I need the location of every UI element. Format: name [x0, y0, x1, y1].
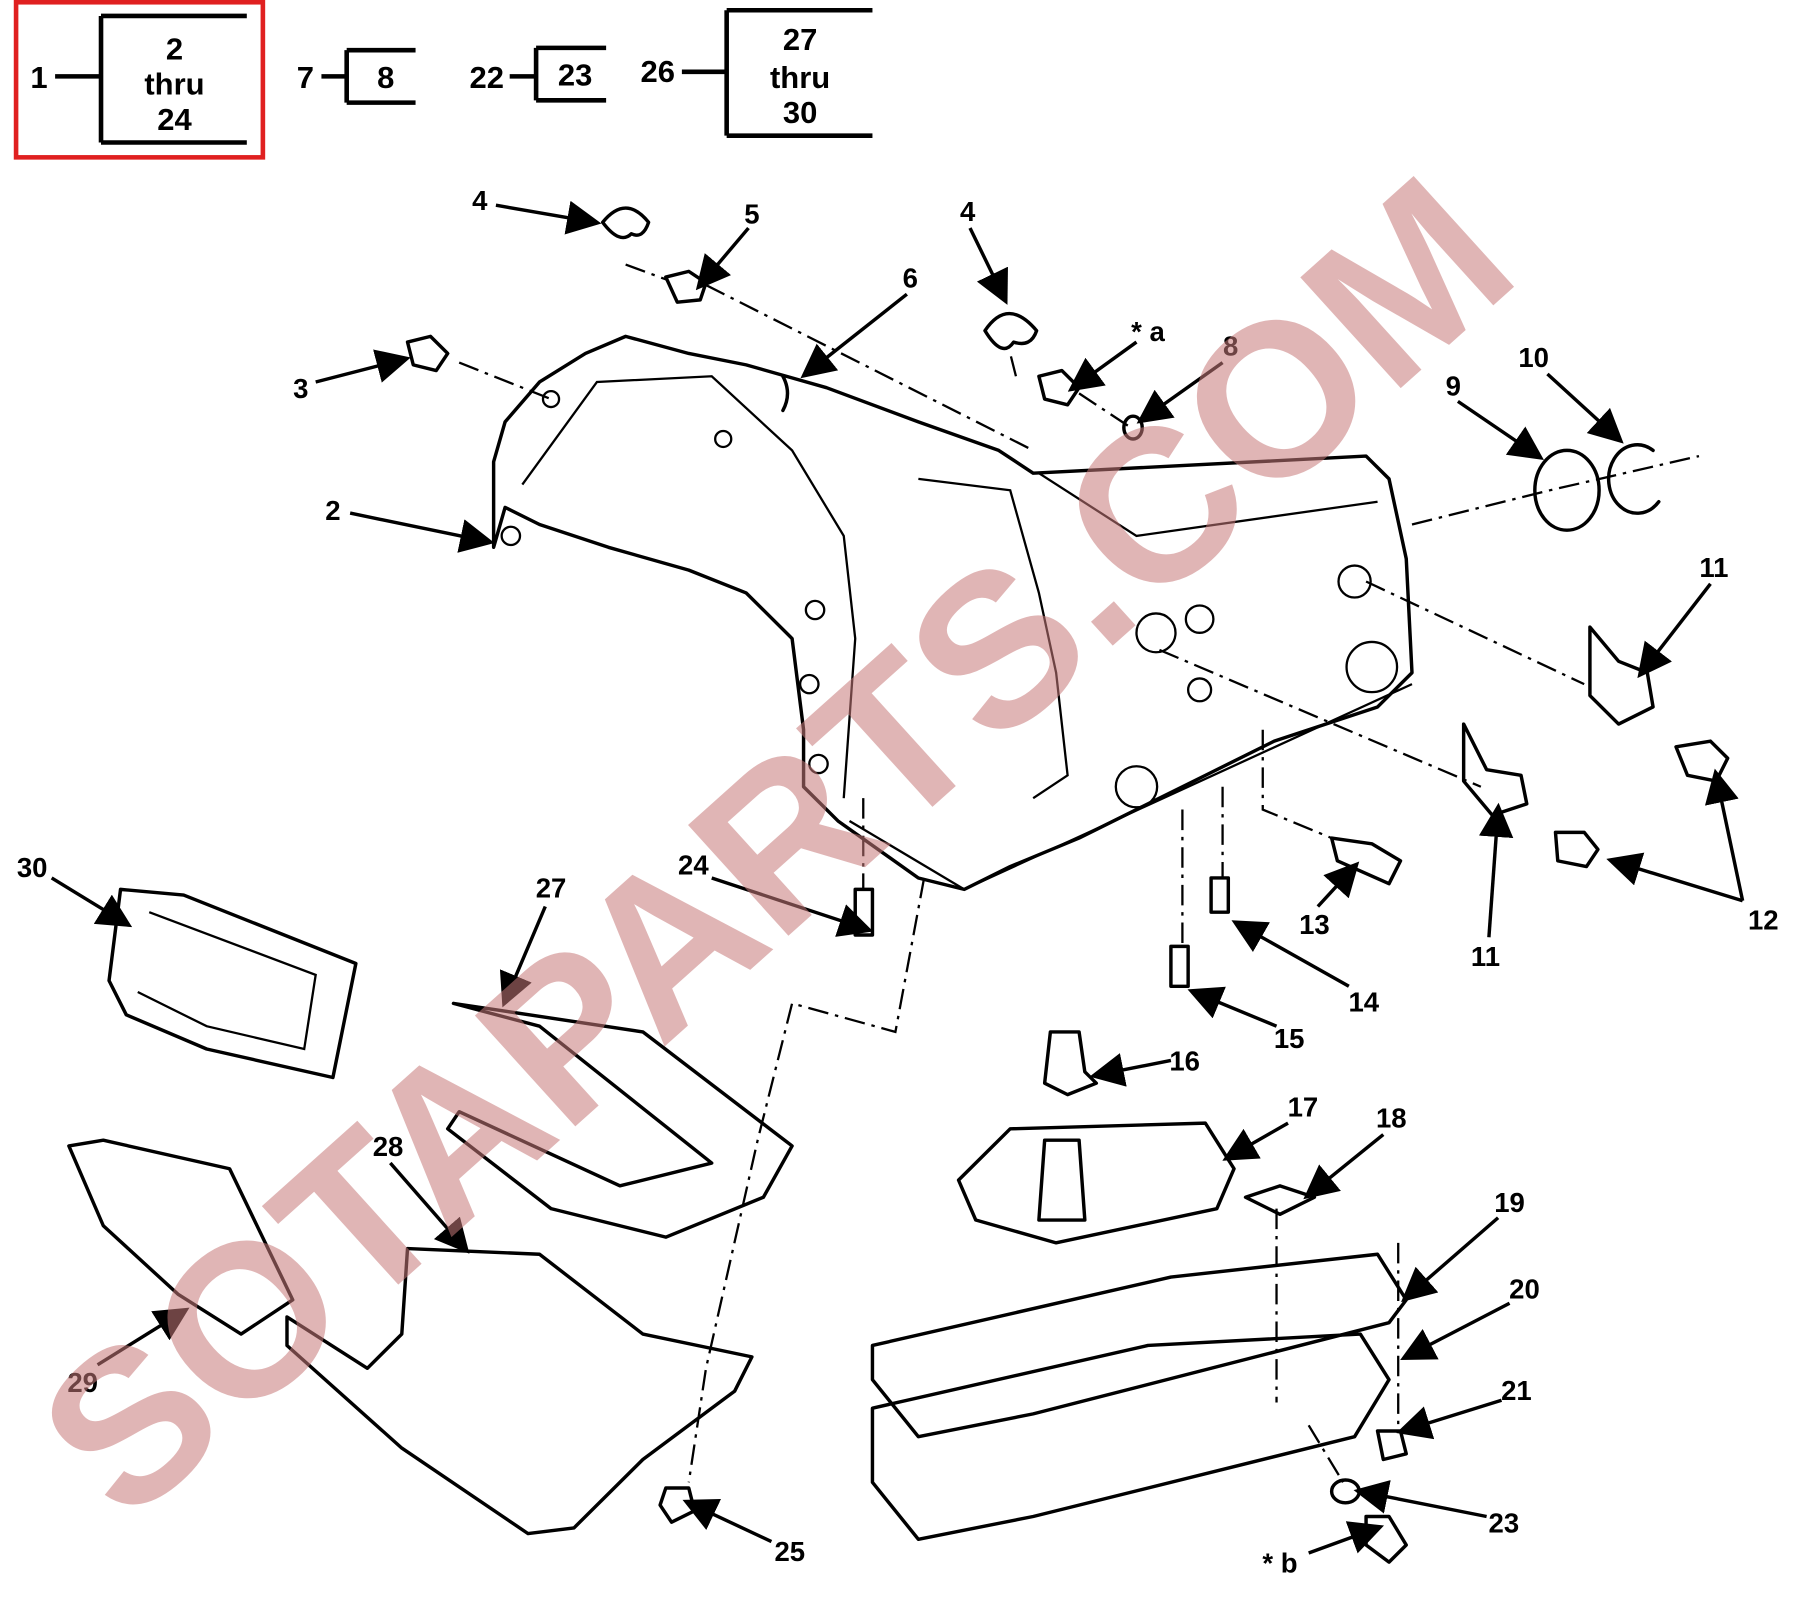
legend-parent-7: 7: [297, 60, 314, 95]
callout-a: * a: [1131, 316, 1165, 347]
callout-21: 21: [1501, 1375, 1532, 1406]
legend-child: 8: [377, 60, 394, 95]
callout-4: 4: [960, 196, 976, 227]
callout-19: 19: [1494, 1187, 1525, 1218]
callout-27: 27: [536, 872, 567, 903]
callout-4: 4: [472, 185, 488, 216]
callout-24: 24: [678, 850, 709, 881]
transmission-case: [491, 334, 1414, 892]
callout-25: 25: [774, 1536, 805, 1567]
legend-child: 24: [157, 102, 191, 137]
watermark: SOTAPARTS.COM: [0, 132, 1556, 1563]
callout-11: 11: [1699, 552, 1728, 583]
legend-highlight-box[interactable]: [13, 0, 266, 160]
callout-12: 12: [1748, 904, 1779, 935]
callout-3: 3: [293, 373, 308, 404]
legend-child: 2: [166, 31, 183, 66]
callout-9: 9: [1446, 371, 1461, 402]
callout-labels: 4 5 4 6 * a 8 3 10 9 2 11 12 13 11 14 15…: [17, 185, 1779, 1578]
callout-30: 30: [17, 852, 48, 883]
legend-child: thru: [770, 60, 830, 95]
legend-parent-26: 26: [641, 54, 675, 89]
callout-2: 2: [325, 495, 340, 526]
small-parts: [67, 206, 1730, 1564]
callout-29: 29: [67, 1367, 98, 1398]
callout-13: 13: [1299, 909, 1330, 940]
centerlines: [458, 263, 1700, 1483]
legend: 1 2 thru 24 7 8 22 23 26 27 thru 30: [13, 0, 873, 160]
callout-arrows: [50, 200, 1745, 1555]
callout-8: 8: [1223, 331, 1238, 362]
callout-15: 15: [1274, 1023, 1305, 1054]
callout-18: 18: [1376, 1103, 1407, 1134]
callout-20: 20: [1509, 1274, 1540, 1305]
callout-16: 16: [1169, 1046, 1200, 1077]
callout-b: * b: [1262, 1547, 1297, 1578]
callout-28: 28: [373, 1131, 404, 1162]
callout-5: 5: [744, 199, 759, 230]
callout-11: 11: [1471, 941, 1500, 972]
legend-child: 23: [558, 58, 592, 93]
legend-parent-22: 22: [470, 60, 504, 95]
legend-child: 27: [783, 22, 817, 57]
legend-child: thru: [144, 67, 204, 102]
callout-14: 14: [1348, 986, 1379, 1017]
callout-10: 10: [1518, 342, 1549, 373]
legend-parent-1: 1: [30, 60, 47, 95]
callout-6: 6: [903, 262, 918, 293]
callout-23: 23: [1489, 1508, 1520, 1539]
legend-child: 30: [783, 95, 817, 130]
callout-17: 17: [1288, 1091, 1319, 1122]
